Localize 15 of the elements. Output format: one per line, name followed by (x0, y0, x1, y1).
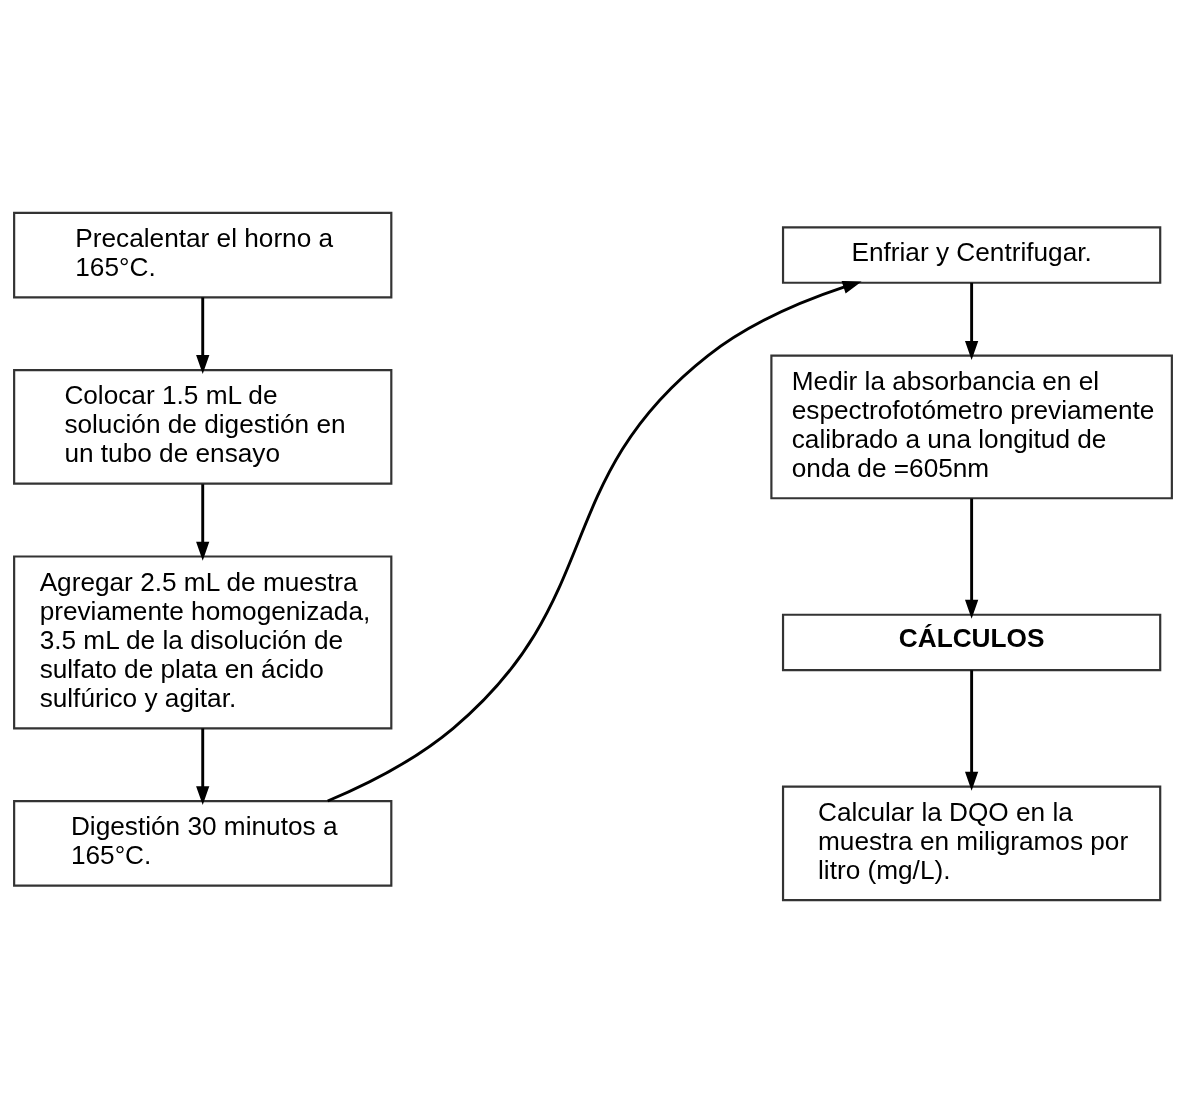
node-box: CÁLCULOS (781, 613, 1162, 671)
arrow (196, 483, 210, 561)
node-box: Agregar 2.5 mL de muestra previamente homogenizada, 3.5 mL de la disolución de sulfato de plata en ácido sulfúrico y agitar. (13, 554, 393, 729)
arrow (196, 296, 210, 374)
arrow (965, 669, 979, 791)
node-box: Calcular la DQO en la muestra en miligramos por litro (mg/L). (781, 785, 1162, 901)
node-box: Colocar 1.5 mL de solución de digestión en un tubo de ensayo (13, 368, 393, 485)
node-box: Enfriar y Centrifugar. (781, 225, 1162, 284)
node-box: Precalentar el horno a 165°C. (13, 211, 393, 298)
arrow (965, 282, 979, 360)
arrow (965, 498, 979, 619)
node-box: Digestión 30 minutos a 165°C. (13, 799, 393, 887)
arrow (196, 727, 210, 805)
arrow (327, 280, 862, 802)
node-box: Medir la absorbancia en el espectrofotómetro previamente calibrado a una longitud de onda de =605nm (770, 353, 1173, 499)
